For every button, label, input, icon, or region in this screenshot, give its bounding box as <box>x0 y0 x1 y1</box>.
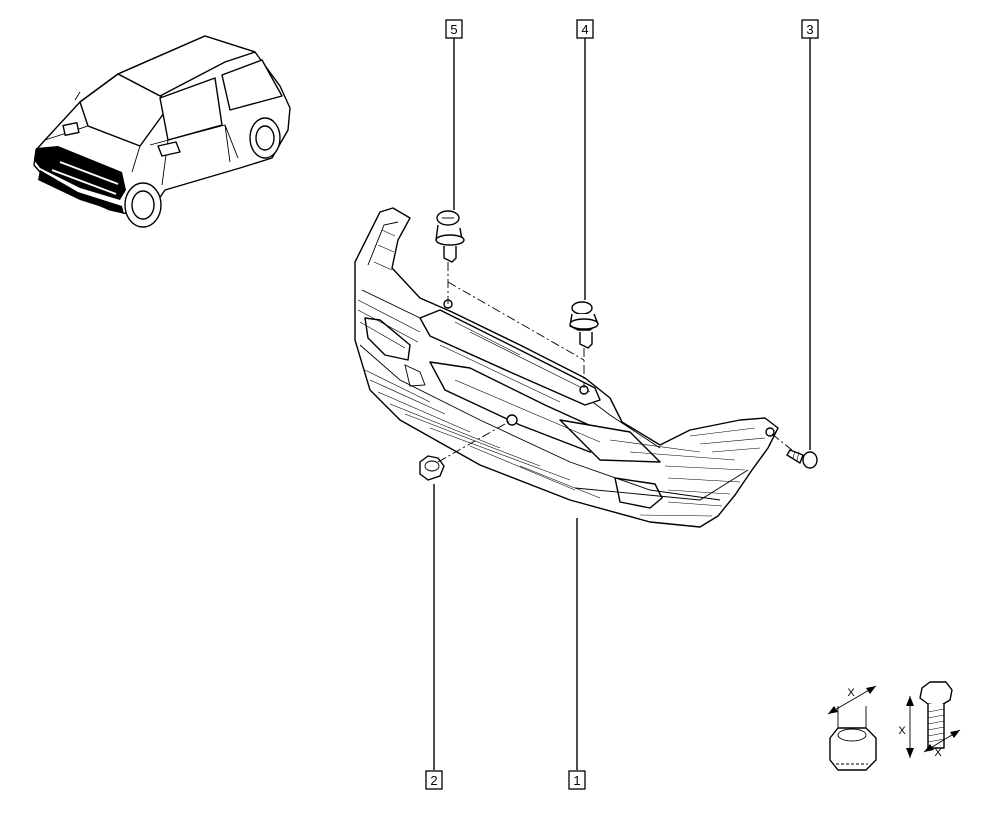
legend-bolt-dimension: X <box>934 747 942 759</box>
bumper-shading <box>357 229 766 517</box>
callout-2-label: 2 <box>430 773 437 788</box>
assembly-lines <box>437 262 793 463</box>
legend-bolt-length-dimension: X <box>898 725 906 737</box>
clip-part-5 <box>435 210 465 263</box>
leader-lines <box>433 38 811 770</box>
legend-nut-dimension: X <box>847 687 855 699</box>
callout-4-label: 4 <box>581 22 588 37</box>
callout-4: 4 <box>576 19 594 39</box>
callout-3-label: 3 <box>806 22 813 37</box>
callout-5: 5 <box>445 19 463 39</box>
vehicle-overview-illustration <box>33 35 291 228</box>
callout-2: 2 <box>425 770 443 790</box>
callout-3: 3 <box>801 19 819 39</box>
callout-5-label: 5 <box>450 22 457 37</box>
callout-1-label: 1 <box>573 773 580 788</box>
screw-part-3 <box>786 449 818 469</box>
clip-part-4 <box>569 301 599 349</box>
legend-bolt-symbol: X X <box>898 681 961 759</box>
callout-1: 1 <box>568 770 586 790</box>
nut-part-2 <box>419 455 445 481</box>
legend-nut-symbol: X <box>827 685 877 771</box>
front-bumper-part <box>354 207 779 528</box>
fastener-dimension-legend: X X X <box>827 681 961 771</box>
